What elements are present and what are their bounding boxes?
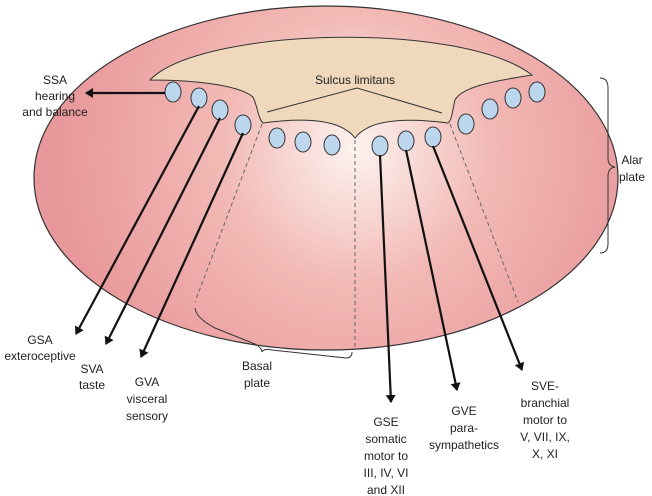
dashed-divider-right [449,123,519,303]
gve-arrow [404,149,461,391]
gsa-arrow [74,105,200,335]
svg-text:Alar: Alar [621,153,642,167]
svg-text:Basal: Basal [242,359,272,373]
svg-text:SSA: SSA [43,73,67,87]
sulcus-limitans-line [266,87,443,114]
svg-text:SVE-: SVE- [531,379,559,393]
sva-arrow [104,117,221,345]
svg-text:GVE: GVE [451,404,476,418]
svg-text:V, VII, IX,: V, VII, IX, [520,430,570,444]
svg-text:hearing: hearing [35,89,75,103]
svg-text:GSA: GSA [27,333,52,347]
alar-plate-brace [599,77,616,254]
svg-text:visceral: visceral [127,392,168,406]
sulcus-limitans-label: Sulcus limitans [315,73,395,87]
svg-text:branchial: branchial [521,396,570,410]
svg-text:III, IV, VI: III, IV, VI [364,466,409,480]
basal-plate-brace [194,307,353,359]
label-gsa: GSA exteroceptive [4,333,76,363]
label-sve: SVE- branchial motor to V, VII, IX, X, X… [520,379,570,461]
dashed-divider-left [194,123,263,303]
svg-text:SVA: SVA [80,362,103,376]
svg-text:GVA: GVA [135,375,159,389]
label-gse: GSE somatic motor to III, IV, VI and XII [364,415,409,496]
svg-text:GSE: GSE [373,415,398,429]
svg-text:sensory: sensory [126,409,168,423]
label-gve: GVE para- sympathetics [429,404,499,452]
label-sva: SVA taste [79,362,105,392]
gva-arrow [139,132,245,358]
gse-arrow [378,154,396,403]
svg-text:motor to: motor to [523,413,567,427]
alar-cap-region [148,36,534,139]
label-basal-plate: Basal plate [242,359,272,390]
svg-text:taste: taste [79,378,105,392]
svg-text:and XII: and XII [367,483,405,496]
svg-text:sympathetics: sympathetics [429,438,499,452]
svg-text:para-: para- [450,421,478,435]
svg-text:X, XI: X, XI [532,447,558,461]
label-alar-plate: Alar plate [619,153,645,184]
svg-text:plate: plate [244,376,270,390]
label-ssa: SSA hearing and balance [22,73,88,119]
svg-text:and balance: and balance [22,105,88,119]
nuclei [164,81,546,157]
label-gva: GVA visceral sensory [126,375,168,423]
svg-text:plate: plate [619,170,645,184]
sve-arrow [431,145,525,371]
svg-text:somatic: somatic [365,432,406,446]
svg-text:motor to: motor to [364,449,408,463]
svg-text:exteroceptive: exteroceptive [4,349,76,363]
